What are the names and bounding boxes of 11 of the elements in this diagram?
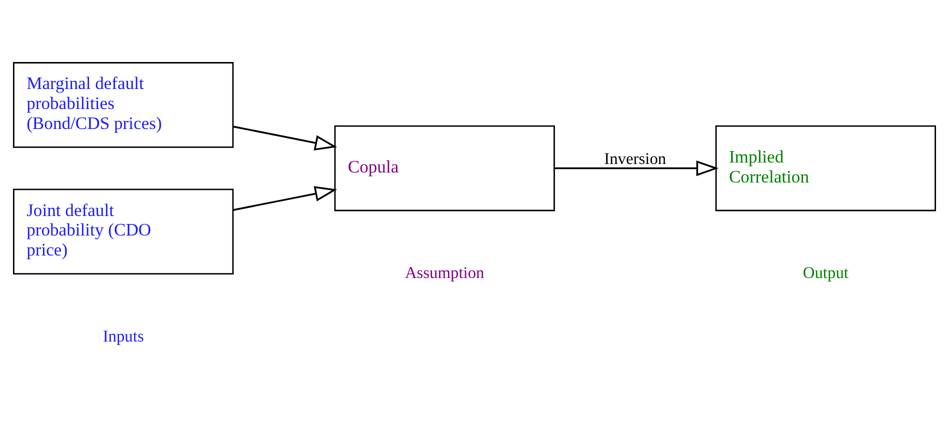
arrow xyxy=(554,160,718,176)
arrow xyxy=(232,186,337,211)
arrow xyxy=(232,126,337,150)
node-box: Marginal default probabilities (Bond/CDS prices) xyxy=(12,62,234,148)
node-box: Joint default probability (CDO price) xyxy=(12,188,234,275)
label: Assumption xyxy=(404,263,484,282)
node-box: Implied Correlation xyxy=(714,125,936,212)
label: Output xyxy=(802,263,848,282)
edge-label: Inversion xyxy=(604,148,666,168)
node-box: Copula xyxy=(334,125,554,212)
label: Inputs xyxy=(102,326,144,346)
